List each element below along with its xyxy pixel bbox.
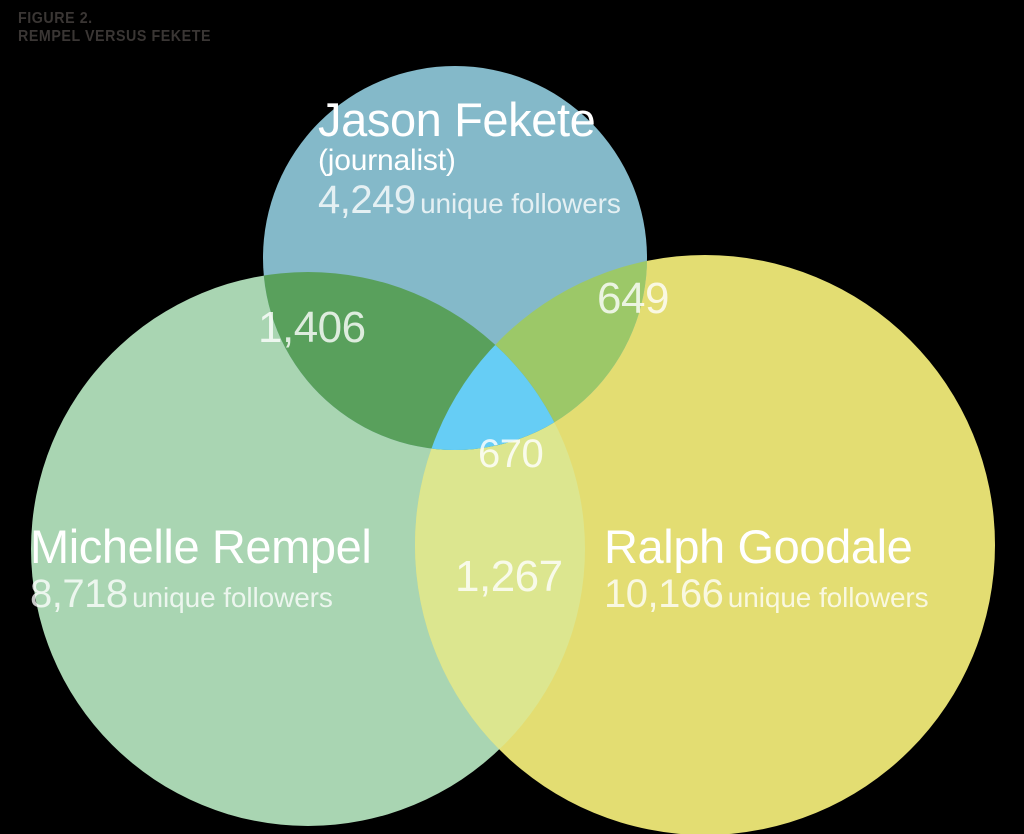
set-count-unit-rempel: unique followers	[132, 582, 333, 613]
set-count-row-rempel: 8,718 unique followers	[30, 574, 371, 614]
figure-heading: FIGURE 2. REMPEL VERSUS FEKETE	[18, 10, 228, 47]
set-count-unit-fekete: unique followers	[420, 188, 621, 219]
figure-number: FIGURE 2.	[18, 10, 93, 27]
set-count-rempel: 8,718	[30, 572, 128, 616]
intersection-all-three: 670	[478, 432, 544, 476]
set-count-row-goodale: 10,166 unique followers	[604, 574, 929, 614]
set-count-unit-goodale: unique followers	[727, 582, 929, 613]
set-name-rempel: Michelle Rempel	[30, 520, 372, 573]
intersection-rempel-fekete: 1,406	[258, 303, 366, 352]
set-subtitle-fekete: (journalist)	[318, 144, 456, 177]
set-label-rempel: Michelle Rempel 8,718 unique followers	[30, 520, 372, 614]
set-label-fekete: Jason Fekete (journalist) 4,249 unique f…	[318, 96, 621, 220]
intersection-fekete-goodale: 649	[597, 274, 669, 323]
overlap-fekete-goodale	[415, 255, 647, 450]
set-name-goodale: Ralph Goodale	[604, 520, 913, 573]
overlap-rempel-fekete	[263, 272, 585, 450]
figure-title: REMPEL VERSUS FEKETE	[18, 28, 212, 46]
set-label-goodale: Ralph Goodale 10,166 unique followers	[604, 523, 929, 614]
set-count-fekete: 4,249	[318, 178, 416, 222]
set-name-fekete: Jason Fekete	[318, 93, 596, 146]
set-count-goodale: 10,166	[604, 572, 724, 616]
set-count-row-fekete: 4,249 unique followers	[318, 180, 621, 220]
intersection-rempel-goodale: 1,267	[455, 552, 563, 601]
